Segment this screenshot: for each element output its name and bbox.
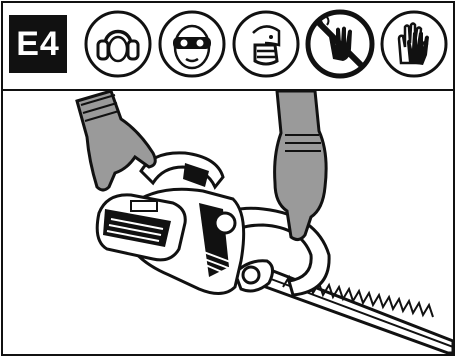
- no-touching-hot-surface-icon: [305, 9, 375, 79]
- blade-hub: [243, 267, 259, 283]
- battery-pack: [97, 195, 185, 260]
- dust-mask-icon: [231, 9, 301, 79]
- protective-gloves-icon: [379, 9, 449, 79]
- step-badge: E4: [9, 15, 67, 73]
- illustration-scene: [3, 91, 453, 354]
- eye-protection-icon: [157, 9, 227, 79]
- hedge-trimmer-illustration: [3, 91, 453, 354]
- panel-header: E4: [3, 3, 453, 91]
- gear-cover: [215, 213, 235, 233]
- ear-protection-icon: [83, 9, 153, 79]
